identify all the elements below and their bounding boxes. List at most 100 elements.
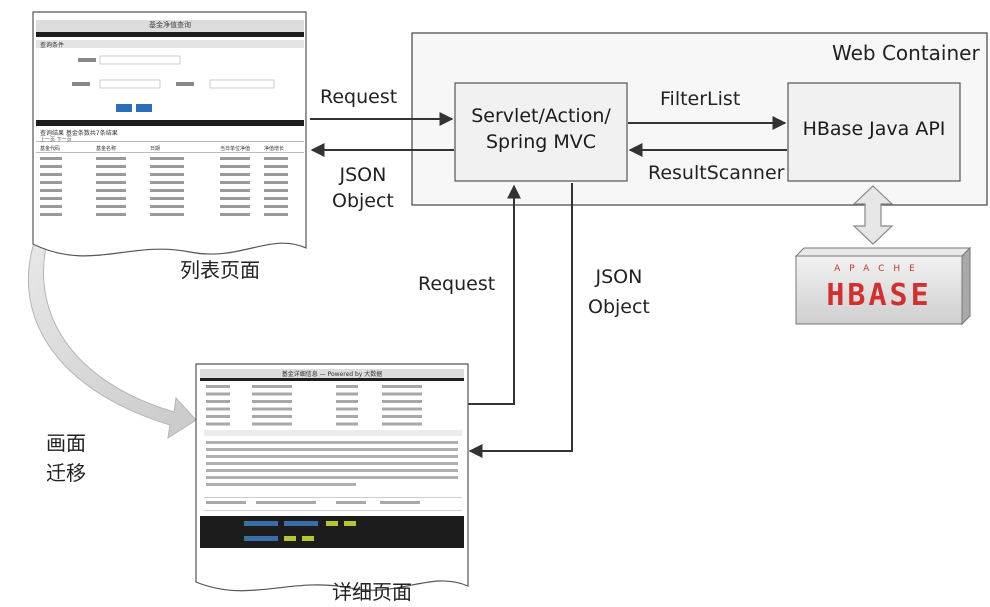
list-row-cell (40, 157, 62, 160)
list-row-cell (40, 197, 62, 200)
list-row-cell (150, 189, 184, 192)
list-table-headers: 基金代码 基金名称 日期 当日单位净值 净值增长 (40, 145, 302, 153)
form-label (78, 58, 96, 62)
detail-footer-cell (336, 501, 366, 504)
list-row-cell (150, 197, 184, 200)
list-row-cell (96, 165, 126, 168)
detail-field-cell (336, 422, 358, 426)
list-row-cell (40, 213, 62, 216)
list-table-header: 基金代码 (40, 146, 61, 152)
list-row-cell (264, 189, 288, 192)
detail-page-header-title: 基金详细信息 — Powered by 大数据 (281, 371, 383, 378)
list-row-cell (96, 213, 126, 216)
list-page-result-title: 查询结果 基金条数共7条结果 (40, 130, 118, 137)
detail-text-line (206, 441, 458, 444)
detail-text-line (206, 462, 458, 465)
list-page-pager: 上一页 下一页 (40, 137, 72, 143)
detail-field-cell (336, 415, 358, 418)
list-table-rows (40, 58, 288, 216)
list-row-cell (264, 181, 288, 184)
list-page-section-title: 查询条件 (40, 42, 65, 49)
web-container-label: Web Container (832, 41, 980, 65)
detail-text-line (206, 448, 458, 451)
hbase-logo-main: HBASE (826, 278, 932, 313)
detail-field-cell (252, 415, 292, 418)
servlet-label-line2: Spring MVC (485, 131, 596, 153)
detail-field-cell (206, 400, 230, 403)
list-row-cell (40, 173, 62, 176)
detail-field-cell (252, 422, 292, 426)
list-row-cell (150, 165, 184, 168)
transition-label-line2: 迁移 (46, 461, 86, 485)
list-row-cell (40, 189, 62, 192)
list-table-header: 净值增长 (264, 146, 285, 152)
detail-field-cell (336, 392, 358, 396)
detail-field-cell (382, 392, 422, 396)
resultscanner-label: ResultScanner (648, 162, 785, 184)
list-row-cell (96, 173, 126, 176)
detail-field-cell (252, 400, 292, 403)
list-row-cell (220, 205, 250, 208)
list-row-cell (220, 197, 250, 200)
detail-field-cell (336, 407, 358, 411)
list-page-thumbnail (32, 11, 307, 257)
list-row-cell (264, 205, 288, 208)
transition-label: 画面 迁移 (46, 428, 86, 488)
detail-page-caption: 详细页面 (332, 580, 412, 604)
hbase-api-label: HBase Java API (802, 118, 946, 140)
list-row-cell (264, 157, 288, 160)
list-row-cell (150, 181, 184, 184)
json-mid-label: JSON Object (588, 262, 650, 322)
detail-field-cell (206, 385, 230, 388)
detail-field-cell (382, 400, 422, 403)
detail-description-text (206, 441, 458, 504)
detail-footer-cell (206, 501, 246, 504)
list-row-cell (96, 197, 126, 200)
list-table-header: 日期 (150, 146, 161, 152)
list-row-cell (264, 173, 288, 176)
transition-label-line1: 画面 (46, 431, 86, 455)
json-top-label: JSON Object (332, 162, 394, 214)
list-table-header: 当日单位净值 (220, 146, 251, 152)
request-mid-label: Request (418, 273, 496, 295)
list-row-cell (220, 165, 250, 168)
list-table-header: 基金名称 (96, 146, 117, 152)
list-row-cell (220, 189, 250, 192)
list-row-cell (96, 189, 126, 192)
detail-field-cell (252, 392, 292, 396)
list-page-caption: 列表页面 (180, 258, 260, 282)
list-row-cell (220, 157, 250, 160)
detail-field-cell (382, 407, 422, 411)
list-row-cell (220, 181, 250, 184)
detail-field-cell (382, 385, 422, 388)
detail-footer-cell (256, 501, 316, 504)
list-row-cell (40, 181, 62, 184)
servlet-box (454, 82, 628, 182)
detail-field-cell (206, 407, 230, 411)
list-row-cell (264, 213, 288, 216)
list-row-cell (150, 157, 184, 160)
request-mid-arrow (468, 184, 521, 405)
detail-field-cell (206, 422, 230, 426)
filterlist-label: FilterList (660, 88, 741, 110)
list-row-cell (264, 165, 288, 168)
json-mid-arrow (468, 183, 573, 458)
detail-field-cell (206, 415, 230, 418)
servlet-label-line1: Servlet/Action/ (471, 105, 611, 127)
list-row-cell (264, 197, 288, 200)
json-top-label-line1: JSON (339, 164, 387, 186)
detail-field-cell (252, 407, 292, 411)
hbase-api-box (787, 82, 961, 182)
list-row-cell (96, 205, 126, 208)
json-top-label-line2: Object (332, 190, 394, 212)
detail-field-cell (252, 385, 292, 388)
detail-field-rows (206, 385, 422, 426)
detail-text-line (206, 469, 458, 472)
detail-field-cell (336, 385, 358, 388)
detail-text-line (206, 476, 458, 479)
list-page-header-title: 基金净值查询 (149, 21, 191, 29)
list-row-cell (96, 181, 126, 184)
detail-field-cell (382, 422, 422, 426)
servlet-label: Servlet/Action/ Spring MVC (455, 103, 627, 155)
